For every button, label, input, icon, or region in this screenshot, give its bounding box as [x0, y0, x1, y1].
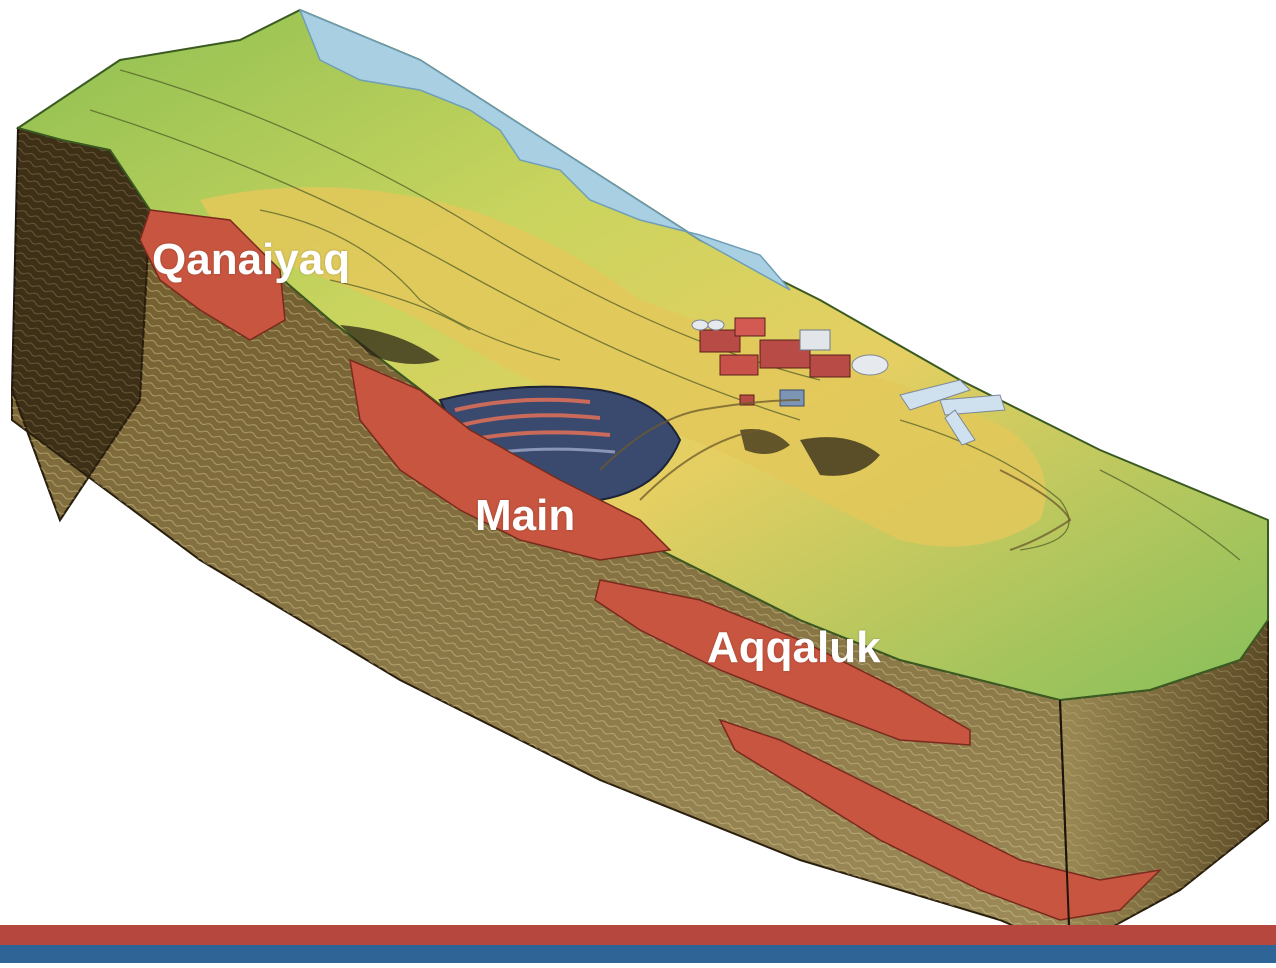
footer-accent-bar-blue [0, 945, 1276, 963]
ore-body-label-aqqaluk: Aqqaluk [707, 626, 881, 670]
ore-body-label-qanaiyaq: Qanaiyaq [152, 238, 350, 282]
ore-body-label-main: Main [475, 494, 575, 538]
footer-accent-bar-red [0, 925, 1276, 945]
